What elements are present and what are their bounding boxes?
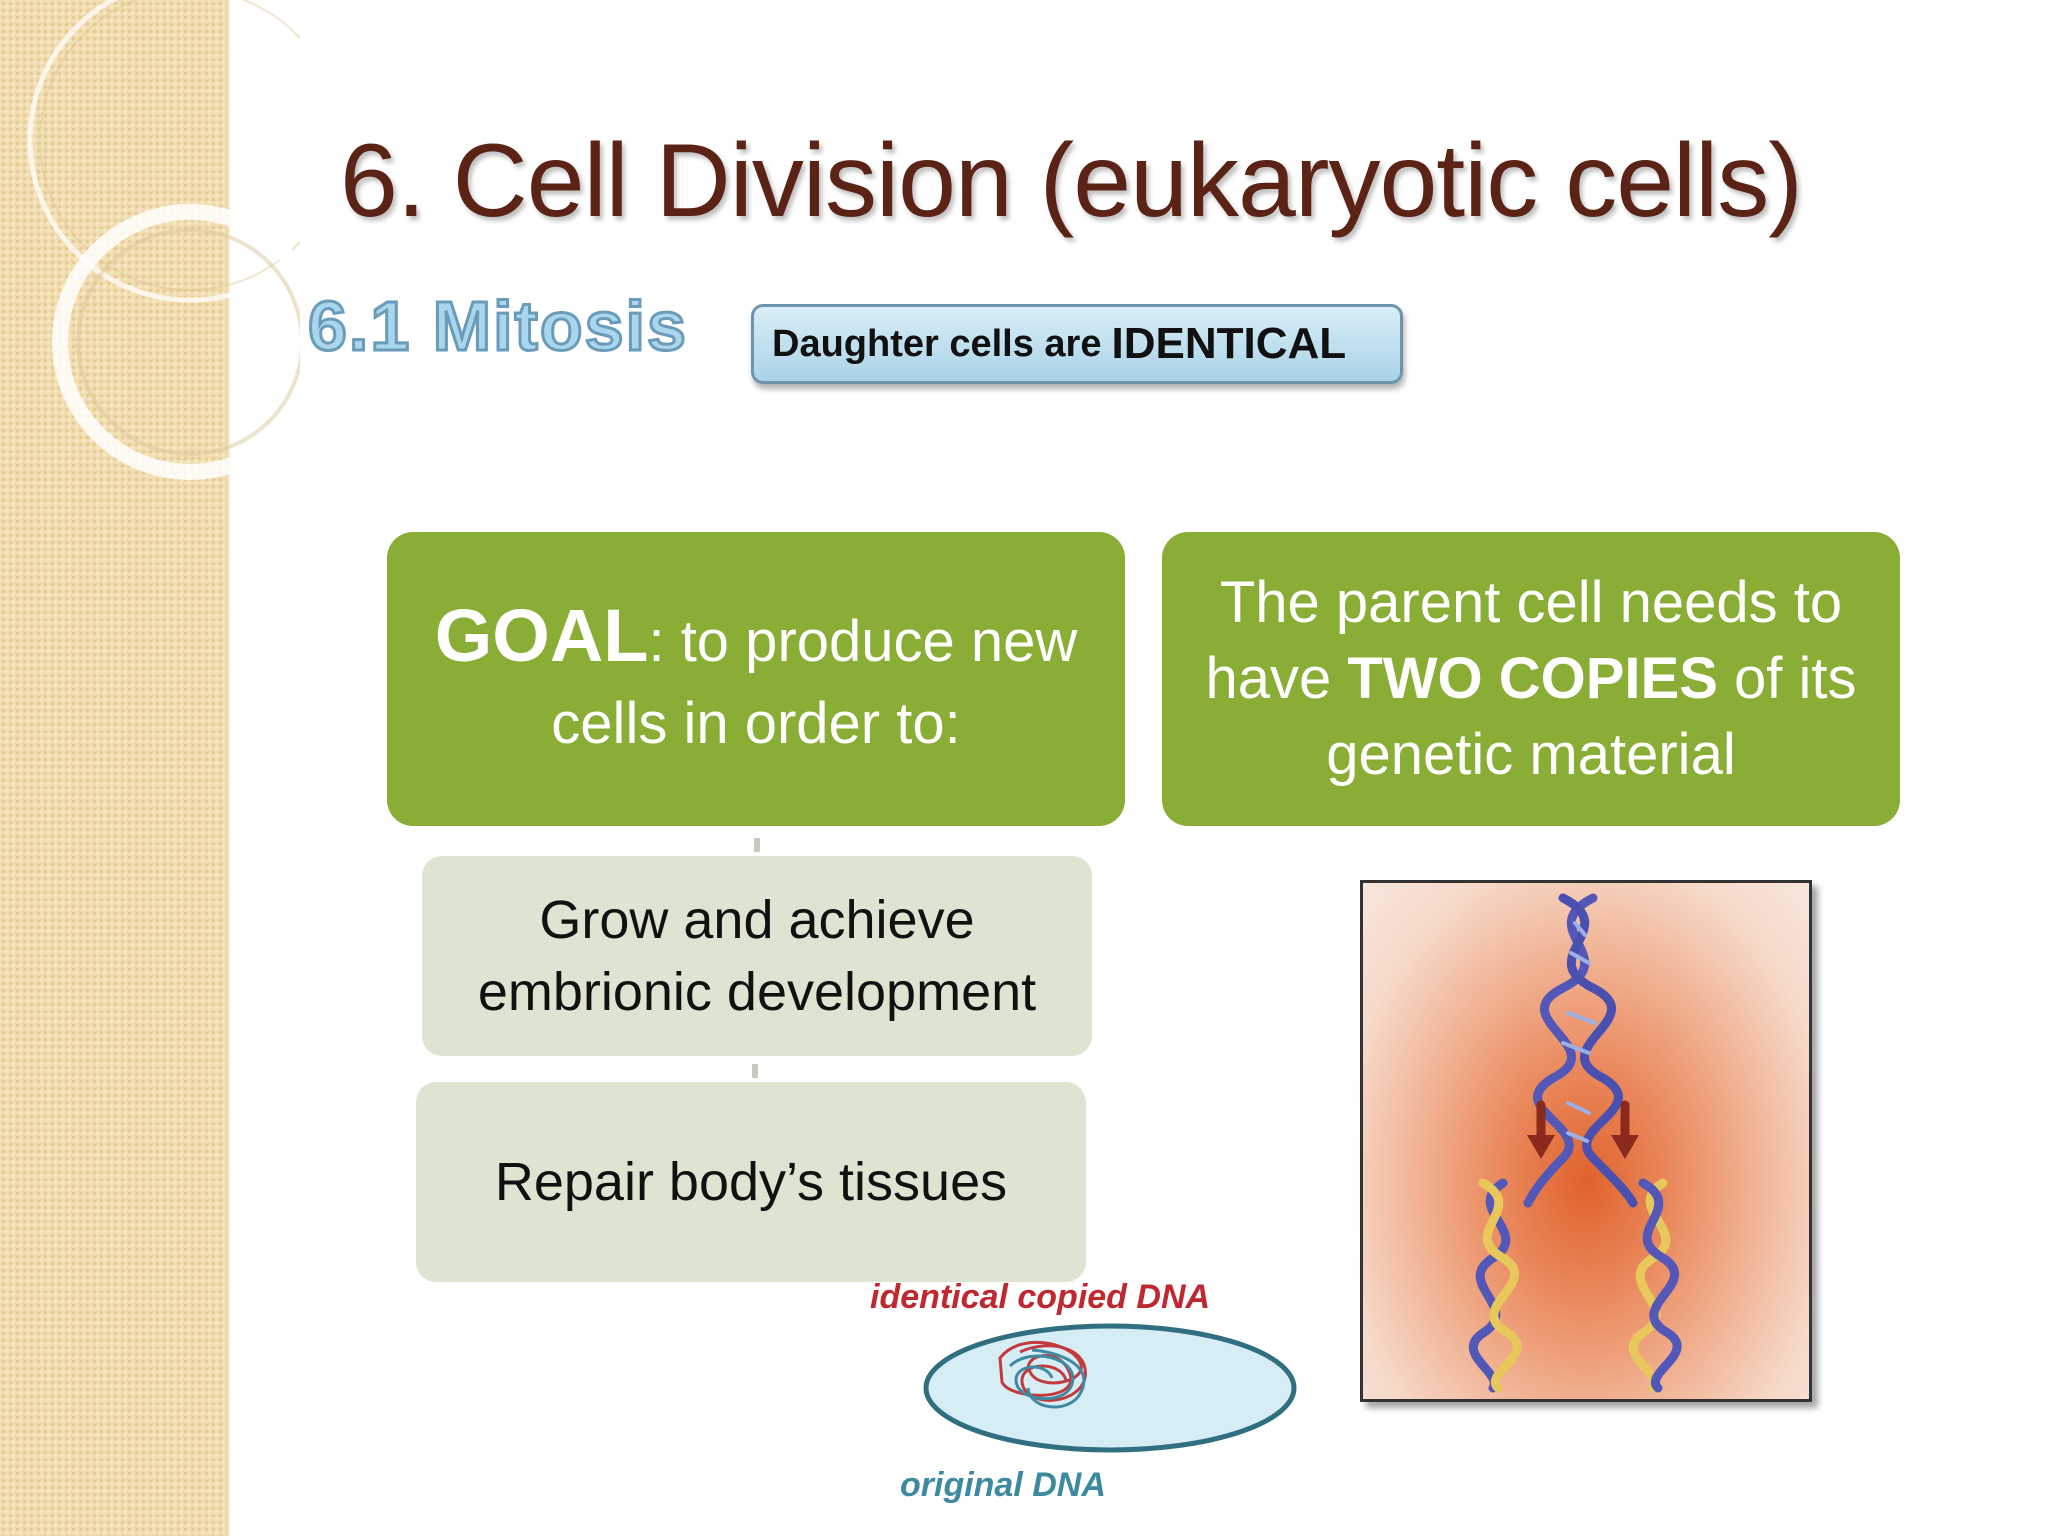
- parent-strand-a: [1523, 893, 1598, 1208]
- identical-callout: Daughter cells are IDENTICAL: [751, 304, 1403, 384]
- sub-item-repair-line-1: Repair body’s tissues: [494, 1152, 1008, 1212]
- parent-base-pairs: [1561, 921, 1597, 1143]
- parent-cell-box: The parent cell needs to have TWO COPIES…: [1162, 532, 1900, 826]
- left-daughter-strand-old: [1468, 1178, 1511, 1393]
- arrow-left-head: [1527, 1135, 1555, 1159]
- parent-line-2-post: of its: [1717, 646, 1857, 711]
- sub-item-repair: Repair body’s tissues: [416, 1082, 1086, 1282]
- parent-line-1: The parent cell needs to: [1219, 570, 1843, 635]
- ring-thick: [52, 204, 300, 480]
- goal-line-1-rest: : to produce new: [648, 609, 1078, 674]
- decorative-side-band: [0, 0, 226, 1536]
- chromosome-tangle: [998, 1340, 1087, 1409]
- slide-title: 6. Cell Division (eukaryotic cells): [340, 123, 1803, 239]
- goal-keyword: GOAL: [434, 594, 649, 677]
- arrow-right-head: [1611, 1135, 1639, 1159]
- parent-line-2-bold: TWO COPIES: [1347, 646, 1718, 711]
- goal-box: GOAL: to produce new cells in order to:: [387, 532, 1125, 826]
- right-daughter-strand-old: [1638, 1178, 1682, 1393]
- original-dna-label: original DNA: [900, 1466, 1106, 1504]
- cell-diagram: [923, 1323, 1297, 1453]
- identical-dna-label: identical copied DNA: [870, 1278, 1211, 1316]
- connector-2: [752, 1064, 758, 1078]
- goal-line-2: cells in order to:: [551, 691, 961, 756]
- parent-line-3: genetic material: [1326, 722, 1736, 787]
- parent-strand-b: [1558, 893, 1638, 1208]
- sub-item-grow-line-1: Grow and achieve: [539, 890, 975, 950]
- slide-subtitle: 6.1 Mitosis: [307, 286, 688, 367]
- right-daughter-strand-new: [1628, 1178, 1671, 1393]
- decorative-rings: [27, 0, 300, 480]
- left-daughter-strand-new: [1478, 1178, 1522, 1393]
- cell-membrane: [923, 1323, 1297, 1453]
- sub-item-grow: Grow and achieve embrionic development: [422, 856, 1092, 1056]
- dna-replication-image: [1360, 880, 1812, 1402]
- parent-line-2-pre: have: [1205, 646, 1348, 711]
- callout-emphasis: IDENTICAL: [1111, 319, 1347, 368]
- ring-large-inner: [39, 0, 300, 291]
- dna-replication-svg: [1468, 893, 1682, 1393]
- connector-1: [754, 838, 760, 852]
- sub-item-grow-line-2: embrionic development: [477, 962, 1037, 1022]
- parent-line-2: have TWO COPIES of its: [1205, 641, 1856, 717]
- ring-large: [27, 0, 300, 303]
- side-band-edge: [226, 0, 231, 1536]
- callout-prefix: Daughter cells are: [772, 322, 1102, 365]
- goal-line-1: GOAL: to produce new: [435, 594, 1078, 684]
- ring-thick-inner: [76, 228, 300, 456]
